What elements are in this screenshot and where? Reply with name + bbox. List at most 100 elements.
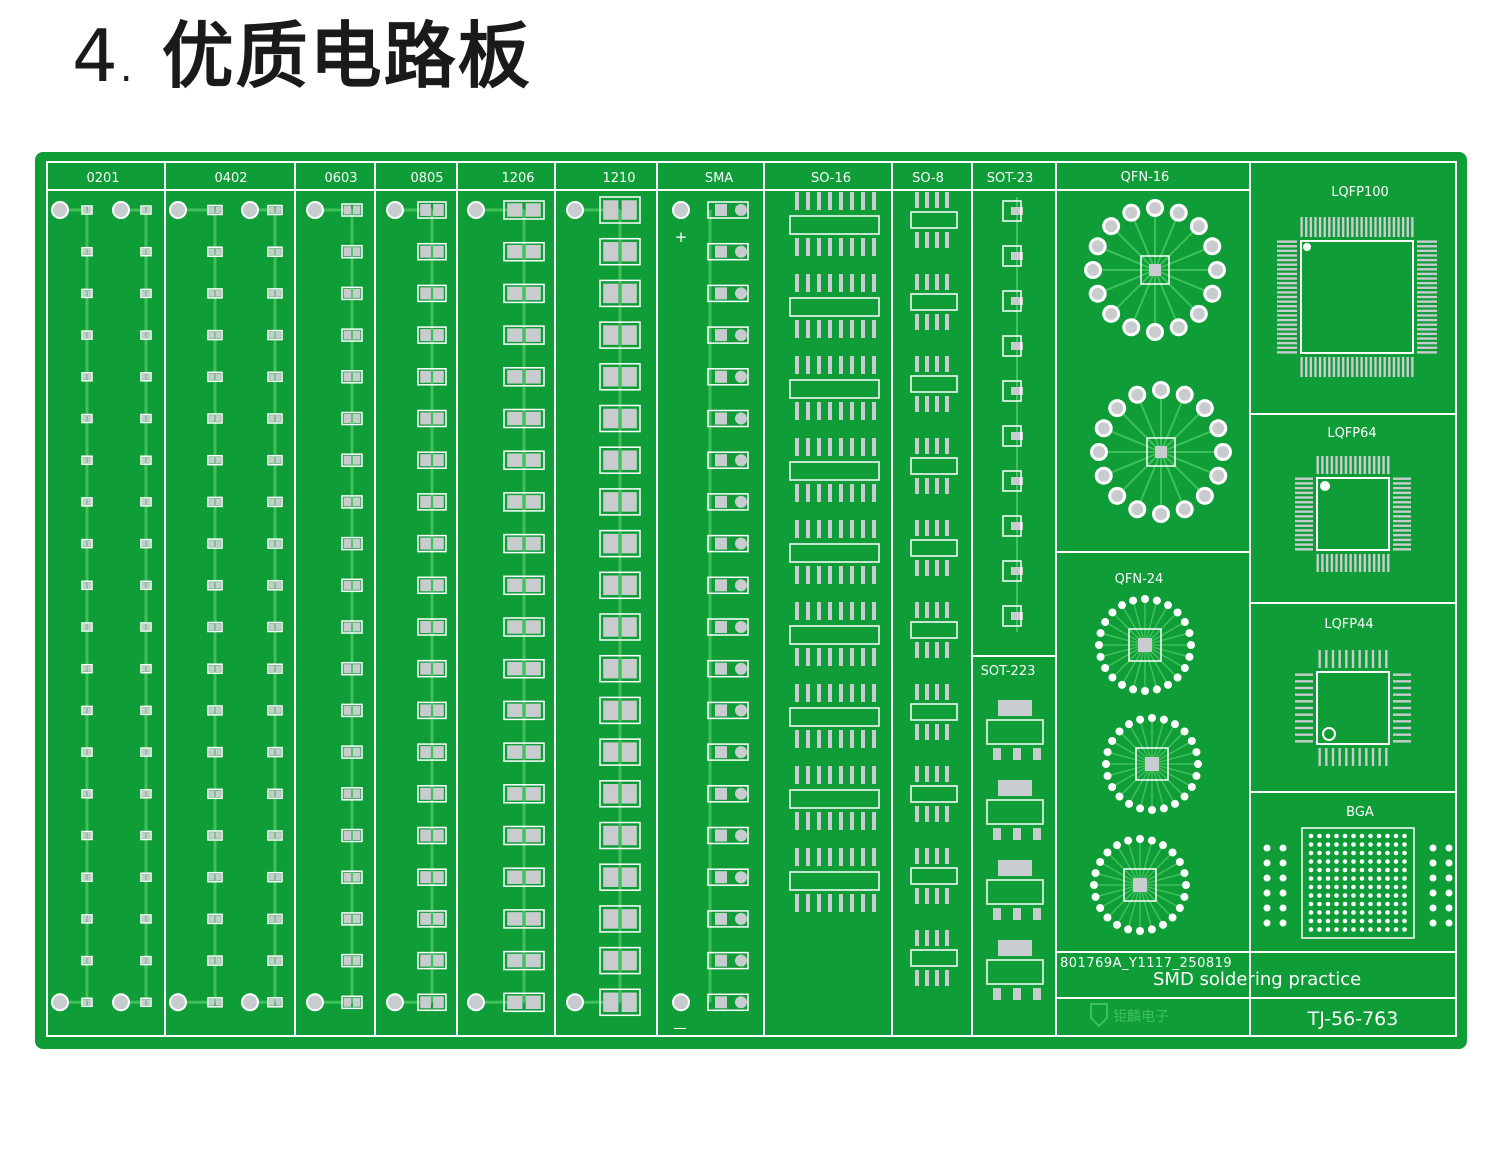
so16-lead xyxy=(839,602,843,620)
so16-lead xyxy=(817,602,821,620)
component-outline xyxy=(417,618,447,636)
sma-outline xyxy=(707,659,749,678)
so8-lead xyxy=(945,888,949,904)
so16-lead xyxy=(795,812,799,830)
pad xyxy=(146,290,151,297)
bga-ball xyxy=(1308,910,1314,915)
so16-lead xyxy=(828,684,832,702)
so16-lead xyxy=(806,520,810,538)
bga-ball xyxy=(1334,910,1339,915)
bga-ball xyxy=(1317,884,1322,890)
pad xyxy=(82,290,87,297)
sma-pad-round xyxy=(735,495,747,508)
lqfp-lead xyxy=(1323,217,1326,237)
lqfp-lead xyxy=(1360,357,1363,377)
pad xyxy=(507,787,523,801)
via-pad xyxy=(171,203,185,217)
via-pad xyxy=(674,995,688,1010)
pad xyxy=(87,957,92,964)
so16-lead xyxy=(828,484,832,502)
component-outline xyxy=(267,204,283,216)
pad xyxy=(209,248,215,256)
pad xyxy=(352,622,361,632)
lqfp-lead xyxy=(1295,686,1313,690)
pad xyxy=(343,539,352,549)
pad xyxy=(82,498,87,505)
so16-lead xyxy=(872,566,876,584)
lqfp-lead xyxy=(1277,258,1297,262)
so8-lead xyxy=(935,314,939,330)
qfn-via-pad xyxy=(1198,489,1211,502)
qfn24-via xyxy=(1113,920,1121,929)
pad xyxy=(141,332,146,339)
qfn-via-pad xyxy=(1149,326,1161,338)
pad xyxy=(82,582,87,589)
silkscreen-grid xyxy=(46,161,1457,1037)
lqfp-lead xyxy=(1393,529,1411,532)
pad xyxy=(141,832,146,839)
so16-lead xyxy=(872,274,876,292)
so16-lead xyxy=(850,894,854,912)
pad xyxy=(275,623,281,631)
pad xyxy=(507,620,523,634)
sot23-outline xyxy=(1002,245,1022,267)
pad xyxy=(215,498,221,506)
pad xyxy=(269,790,275,798)
pad xyxy=(343,664,352,674)
bga-ball xyxy=(1334,842,1339,847)
lqfp-lead xyxy=(1300,217,1303,237)
sma-pad-square xyxy=(715,912,727,925)
lqfp-lead xyxy=(1318,217,1322,237)
component-outline xyxy=(81,413,93,424)
so16-lead xyxy=(872,320,876,338)
sma-outline xyxy=(707,451,749,469)
label-lqfp44: LQFP44 xyxy=(1324,617,1373,632)
via-pad xyxy=(114,203,128,217)
so8-lead xyxy=(935,232,939,248)
so8-lead xyxy=(915,478,919,494)
pad xyxy=(209,206,215,214)
qfn24-via xyxy=(1124,925,1133,934)
pad xyxy=(433,704,444,717)
qfn24-trace xyxy=(1127,884,1141,930)
lqfp-lead xyxy=(1417,300,1437,303)
so8-lead xyxy=(915,314,919,330)
component-outline xyxy=(417,659,447,678)
lqfp-lead xyxy=(1321,456,1324,474)
pad xyxy=(420,412,431,425)
pad xyxy=(621,700,637,721)
sma-pad-round xyxy=(735,829,747,842)
sma-pad-round xyxy=(735,912,747,925)
qfn24-via xyxy=(1136,804,1145,813)
bga-ball xyxy=(1359,910,1365,915)
bga-ball xyxy=(1402,876,1407,881)
component-outline xyxy=(81,288,93,299)
pad xyxy=(141,248,146,255)
pad xyxy=(525,286,541,301)
component-outline xyxy=(81,914,93,924)
qfn-via-pad xyxy=(1211,264,1223,276)
pad xyxy=(215,832,221,839)
so16-lead xyxy=(872,648,876,666)
pad xyxy=(209,540,215,547)
bga-fanout-via xyxy=(1263,844,1271,852)
lqfp-lead xyxy=(1277,254,1297,257)
pad xyxy=(146,707,151,714)
so8-lead xyxy=(935,684,939,700)
sot23-outline xyxy=(1002,605,1022,627)
so8-lead xyxy=(925,848,929,864)
pad xyxy=(82,749,87,756)
lqfp-lead xyxy=(1316,554,1319,572)
bga-ball xyxy=(1325,842,1331,847)
bga-fanout-via xyxy=(1429,859,1437,867)
bga-ball xyxy=(1317,850,1322,856)
pad xyxy=(146,332,151,339)
lqfp-lead xyxy=(1417,272,1437,276)
lqfp-lead xyxy=(1318,748,1321,766)
sot223-body xyxy=(986,799,1044,825)
lqfp-lead xyxy=(1378,748,1381,766)
pad xyxy=(621,200,637,220)
qfn24-via xyxy=(1102,760,1110,768)
lqfp-lead xyxy=(1397,217,1400,237)
so16-lead xyxy=(861,730,865,748)
